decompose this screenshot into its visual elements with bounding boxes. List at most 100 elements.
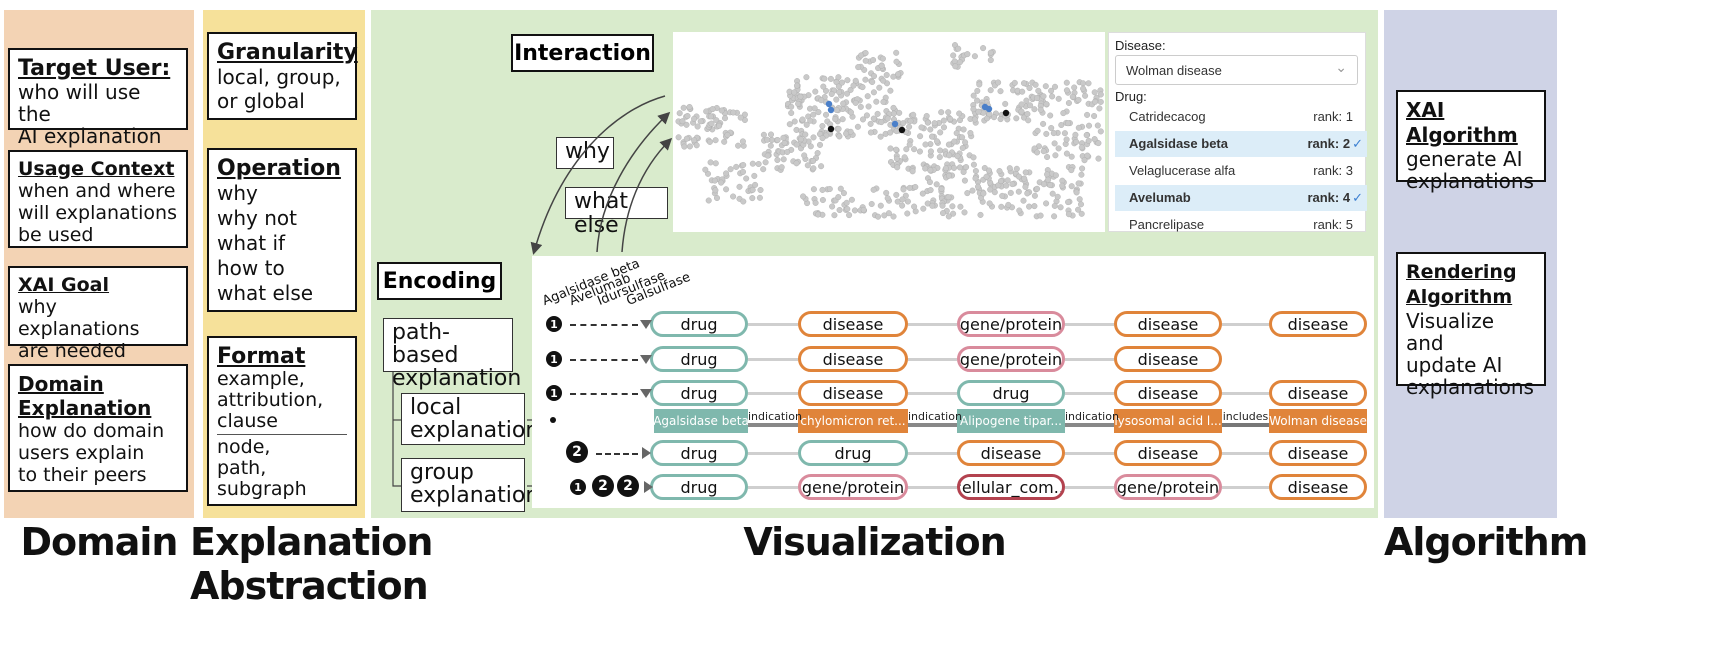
scatter-point xyxy=(676,110,683,117)
scatter-point xyxy=(793,82,800,89)
path-node-gene-protein[interactable]: gene/protein xyxy=(1114,474,1222,500)
expanded-path-node[interactable]: Wolman disease xyxy=(1269,409,1367,433)
scatter-point xyxy=(922,165,929,172)
path-link xyxy=(908,323,957,326)
path-node-disease[interactable]: disease xyxy=(1114,380,1222,406)
scatter-point xyxy=(1040,120,1047,127)
scatter-point xyxy=(893,155,900,162)
expanded-path-node[interactable]: Agalsidase beta xyxy=(654,409,748,433)
scatter-point-selected[interactable] xyxy=(891,120,899,128)
collapse-toggle-icon[interactable] xyxy=(644,481,653,493)
path-link xyxy=(1222,323,1269,326)
scatter-point xyxy=(1086,122,1093,129)
path-node-disease[interactable]: disease xyxy=(798,380,908,406)
scatter-point-disease[interactable] xyxy=(898,126,906,134)
path-node-drug[interactable]: drug xyxy=(798,440,908,466)
scatter-point xyxy=(722,115,729,122)
scatter-point xyxy=(862,76,869,83)
scatter-point xyxy=(1013,115,1020,122)
embedding-scatter-view[interactable] xyxy=(673,32,1105,232)
scatter-point xyxy=(987,186,994,193)
path-node-drug[interactable]: drug xyxy=(650,474,748,500)
path-node-disease[interactable]: disease xyxy=(1269,311,1367,337)
scatter-point xyxy=(870,115,877,122)
scatter-point xyxy=(995,79,1002,86)
path-node-cellular-com---[interactable]: cellular_com... xyxy=(957,474,1065,500)
scatter-point xyxy=(877,202,884,209)
scatter-plot xyxy=(675,42,1104,220)
edge-relation-label: indication xyxy=(748,410,802,423)
scatter-point xyxy=(945,141,952,148)
expanded-path-node[interactable]: chylomicron ret... xyxy=(798,409,908,433)
scatter-point xyxy=(900,120,907,127)
expanded-path-edge xyxy=(748,423,798,427)
scatter-point xyxy=(991,189,998,196)
scatter-point xyxy=(907,117,914,124)
scatter-point xyxy=(977,211,984,218)
scatter-point xyxy=(836,206,843,213)
scatter-point xyxy=(764,152,771,159)
expand-toggle-icon[interactable] xyxy=(640,389,652,398)
path-node-gene-protein[interactable]: gene/protein xyxy=(798,474,908,500)
scatter-point-selected[interactable] xyxy=(827,106,835,114)
scatter-point xyxy=(916,148,923,155)
path-node-disease[interactable]: disease xyxy=(798,346,908,372)
scatter-point xyxy=(1034,149,1041,156)
expanded-path-node[interactable]: lysosomal acid l... xyxy=(1114,409,1222,433)
scatter-point xyxy=(878,62,885,69)
expand-toggle-icon[interactable] xyxy=(640,320,652,329)
domain-title: Domain xyxy=(20,520,179,564)
expanded-path-node[interactable]: Alipogene tipar... xyxy=(957,409,1065,433)
scatter-point xyxy=(718,179,725,186)
collapse-toggle-icon[interactable] xyxy=(642,447,651,459)
scatter-point xyxy=(814,150,821,157)
scatter-point-selected[interactable] xyxy=(825,100,833,108)
scatter-point xyxy=(1013,165,1020,172)
scatter-point xyxy=(1044,153,1051,160)
path-node-disease[interactable]: disease xyxy=(1269,440,1367,466)
path-node-drug[interactable]: drug xyxy=(957,380,1065,406)
path-node-gene-protein[interactable]: gene/protein xyxy=(957,346,1065,372)
scatter-point xyxy=(843,199,850,206)
path-node-disease[interactable]: disease xyxy=(1269,380,1367,406)
scatter-point-selected[interactable] xyxy=(985,105,993,113)
path-node-drug[interactable]: drug xyxy=(650,311,748,337)
scatter-point xyxy=(987,57,994,64)
scatter-point-disease[interactable] xyxy=(1002,109,1010,117)
scatter-point xyxy=(859,84,866,91)
path-node-drug[interactable]: drug xyxy=(650,346,748,372)
scatter-point xyxy=(1048,87,1055,94)
scatter-point xyxy=(870,57,877,64)
path-node-disease[interactable]: disease xyxy=(1114,440,1222,466)
path-node-drug[interactable]: drug xyxy=(650,380,748,406)
chevron-down-icon: ⌄ xyxy=(1335,60,1347,76)
path-node-gene-protein[interactable]: gene/protein xyxy=(957,311,1065,337)
scatter-point xyxy=(840,190,847,197)
path-node-disease[interactable]: disease xyxy=(957,440,1065,466)
expand-toggle-icon[interactable] xyxy=(640,355,652,364)
scatter-point-disease[interactable] xyxy=(827,125,835,133)
scatter-point xyxy=(893,191,900,198)
scatter-point xyxy=(883,189,890,196)
path-node-disease[interactable]: disease xyxy=(798,311,908,337)
scatter-point xyxy=(1037,106,1044,113)
scatter-point xyxy=(749,186,756,193)
local-explanation-label: local explanation xyxy=(401,393,539,445)
expanded-path-edge xyxy=(1222,423,1269,427)
scatter-point xyxy=(788,103,795,110)
path-node-disease[interactable]: disease xyxy=(1114,346,1222,372)
path-node-disease[interactable]: disease xyxy=(1114,311,1222,337)
disease-select[interactable]: Wolman disease ⌄ xyxy=(1115,55,1358,85)
encoding-tree-lines xyxy=(392,372,548,491)
target-user-text: who will use the AI explanation xyxy=(18,80,162,148)
scatter-point xyxy=(960,126,967,133)
path-node-drug[interactable]: drug xyxy=(650,440,748,466)
path-node-disease[interactable]: disease xyxy=(1269,474,1367,500)
scatter-point xyxy=(934,138,941,145)
scatter-point xyxy=(974,97,981,104)
